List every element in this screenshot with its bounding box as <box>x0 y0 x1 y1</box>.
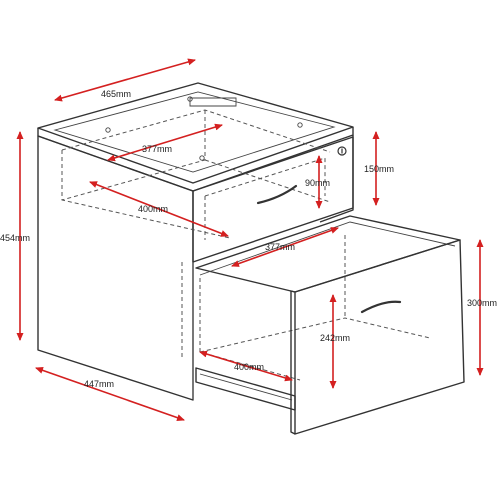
cabinet-top-inner <box>53 91 336 173</box>
file-drawer-interior-hidden <box>199 317 431 353</box>
top-drawer-box-hidden <box>204 157 326 197</box>
dim-label-file-front-height: 300mm <box>467 298 497 308</box>
dimension-arrows <box>16 58 484 421</box>
dim-label-top-drawer-depth: 400mm <box>138 204 168 214</box>
dim-label-overall-height: 454mm <box>0 233 30 243</box>
drawer-handle-icon <box>360 300 402 314</box>
dim-label-file-drawer-width: 377mm <box>265 242 295 252</box>
top-drawer-box-hidden <box>204 159 331 203</box>
dim-label-top-drawer-height: 90mm <box>305 178 330 188</box>
cable-hole <box>199 155 205 161</box>
dim-label-file-interior-height: 242mm <box>320 333 350 343</box>
cabinet-side-panel <box>37 135 194 401</box>
dim-top-drawer-depth-arrow <box>89 181 229 237</box>
dim-file-drawer-width-arrow <box>231 227 339 267</box>
dim-label-top-width: 465mm <box>101 89 131 99</box>
dim-top-width-arrow <box>54 58 196 102</box>
dim-base-depth-arrow <box>35 367 185 421</box>
dim-label-base-depth: 447mm <box>84 379 114 389</box>
top-drawer-front <box>192 136 354 263</box>
dim-label-top-front-height: 150mm <box>364 164 394 174</box>
cable-hole <box>297 122 303 128</box>
top-drawer-box-hidden <box>61 109 331 153</box>
dim-file-drawer-depth-arrow <box>199 350 293 382</box>
file-drawer-runner <box>195 215 461 293</box>
file-drawer <box>181 215 465 435</box>
top-back-rail <box>189 97 237 107</box>
top-drawer-box-hidden <box>61 110 206 201</box>
cable-hole <box>105 127 111 133</box>
dim-top-drawer-width-arrow <box>107 123 223 162</box>
dim-label-file-drawer-depth: 400mm <box>234 362 264 372</box>
file-drawer-front <box>294 239 465 435</box>
cabinet-body <box>37 82 354 401</box>
dimension-labels: 465mm 377mm 400mm 90mm 150mm 454mm 377mm… <box>0 89 497 389</box>
lock-icon <box>337 146 347 156</box>
drawer-handle-icon <box>256 184 298 205</box>
dim-label-top-drawer-width: 377mm <box>142 144 172 154</box>
